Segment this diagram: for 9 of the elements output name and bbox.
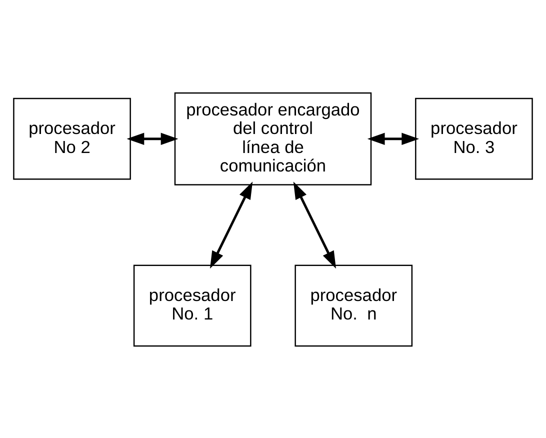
- node-box: procesador No. n: [294, 264, 413, 346]
- node-box: procesador No. 1: [133, 264, 252, 346]
- arrow: [126, 132, 178, 144]
- arrow: [293, 181, 336, 268]
- node-box: procesador No. 3: [415, 97, 533, 180]
- node-box: procesador No 2: [13, 97, 131, 180]
- node-box: procesador encargado del control línea de comunicación: [174, 92, 372, 185]
- arrow: [367, 132, 420, 144]
- arrow: [210, 181, 253, 268]
